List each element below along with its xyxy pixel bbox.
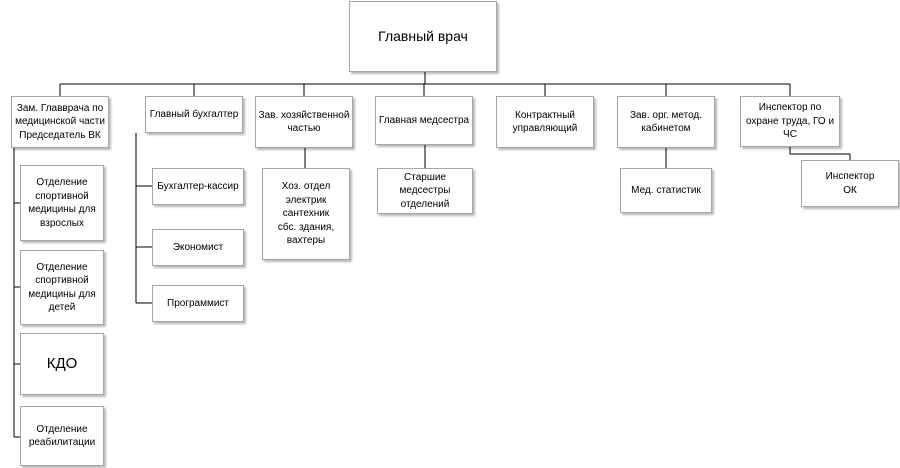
labor-safety-inspector-box: Инспектор по охране труда, ГО и ЧС xyxy=(740,96,840,147)
deputy-medical-box: Зам. Главврача по медицинской части Пред… xyxy=(11,96,109,148)
medical-unit-box: КДО xyxy=(20,333,104,395)
statistician-box: Мед. статистик xyxy=(620,168,712,213)
medical-unit-box: Отделение спортивной медицины для взросл… xyxy=(20,165,104,241)
org-method-cabinet-box: Зав. орг. метод. кабинетом xyxy=(617,96,715,148)
medical-unit-box: Отделение спортивной медицины для детей xyxy=(20,250,104,325)
hr-inspector-box: Инспектор ОК xyxy=(801,160,899,207)
head-nurse-box: Главная медсестра xyxy=(375,96,473,145)
accounting-unit-box: Бухгалтер-кассир xyxy=(152,168,244,205)
medical-unit-box: Отделение реабилитации xyxy=(20,406,104,466)
household-manager-box: Зав. хозяйственной частью xyxy=(255,96,353,148)
accounting-unit-box: Программист xyxy=(152,285,244,322)
household-unit-box: Хоз. отдел электрик сантехник сбс. здани… xyxy=(262,168,350,260)
chief-accountant-box: Главный бухгалтер xyxy=(145,96,243,133)
contract-manager-box: Контрактный управляющий xyxy=(496,96,594,148)
nursing-unit-box: Старшие медсестры отделений xyxy=(377,168,473,214)
chief-doctor-box: Главный врач xyxy=(349,1,497,72)
accounting-unit-box: Экономист xyxy=(152,229,244,266)
